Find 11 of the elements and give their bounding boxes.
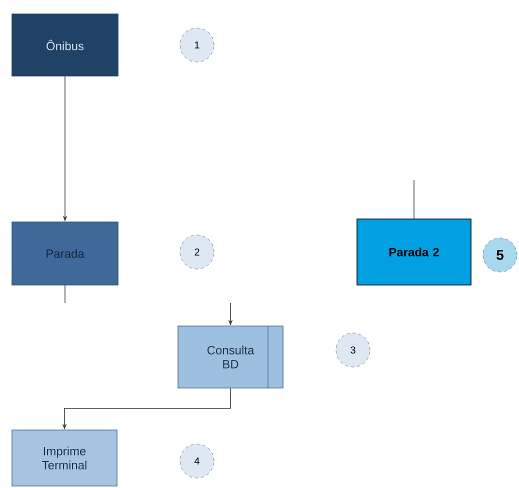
callout-number: 3 — [336, 332, 370, 368]
callout-number: 2 — [180, 234, 214, 270]
process-box: Parada — [12, 222, 118, 286]
process-box: Parada 2 — [356, 218, 472, 286]
callout-number: 4 — [180, 444, 214, 478]
connector-line — [64, 285, 66, 304]
process-box: Ônibus — [12, 14, 118, 76]
callout-number: 5 — [482, 238, 518, 272]
subprocess-box: Consulta BD — [178, 326, 284, 388]
process-box: Imprime Terminal — [12, 430, 118, 486]
callout-number: 1 — [180, 28, 214, 62]
